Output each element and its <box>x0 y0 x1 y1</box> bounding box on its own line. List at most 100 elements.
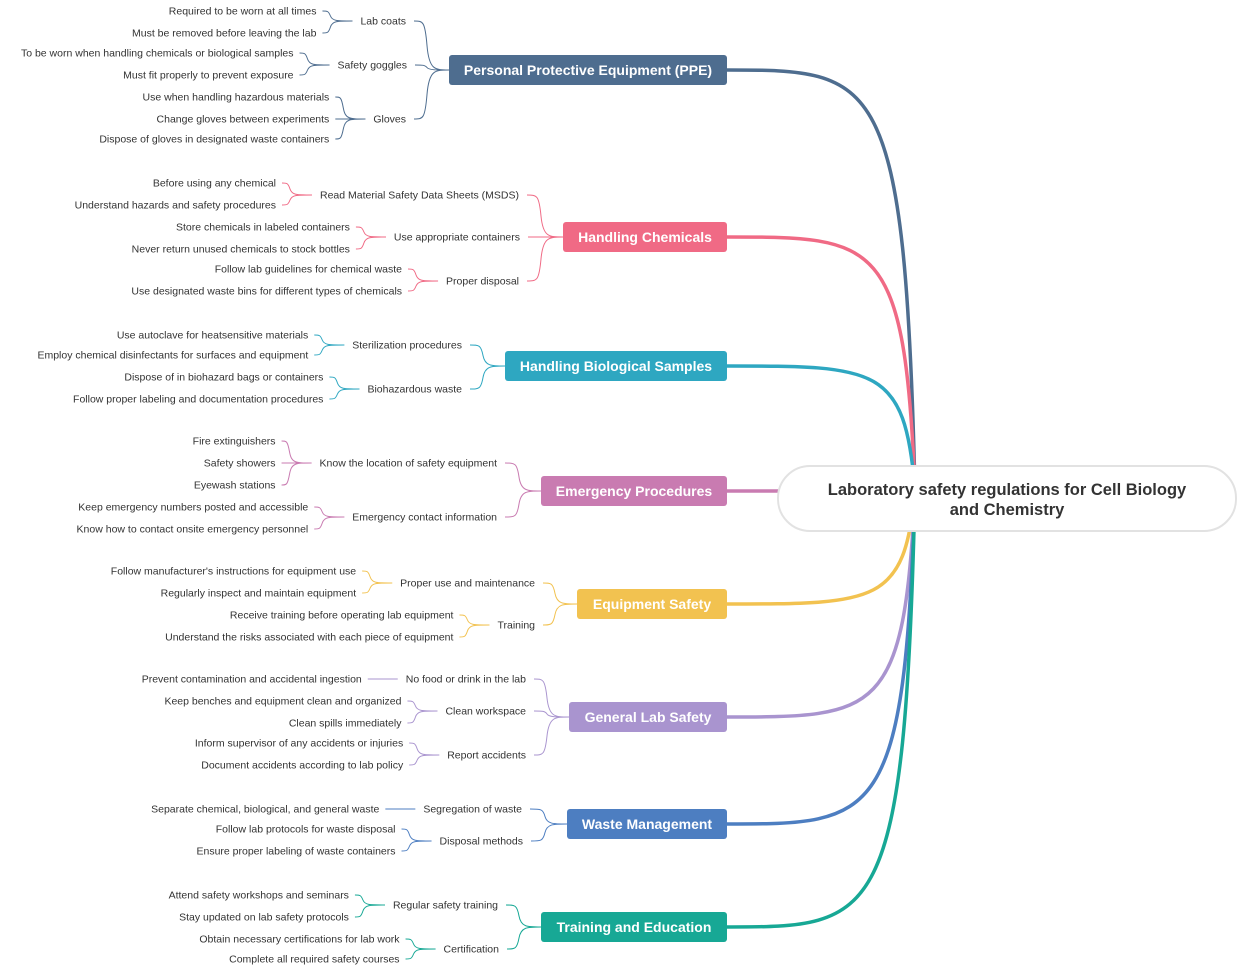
sub-node-certification[interactable]: Certification <box>444 944 500 956</box>
sub-node-emergency-contact-information[interactable]: Emergency contact information <box>352 512 497 524</box>
leaf-connector <box>409 754 440 766</box>
sub-node-know-the-location-of-safety-equipment[interactable]: Know the location of safety equipment <box>320 458 498 470</box>
sub-node-lab-coats[interactable]: Lab coats <box>360 16 406 28</box>
leaf-node[interactable]: Never return unused chemicals to stock b… <box>132 244 350 256</box>
sub-node-report-accidents[interactable]: Report accidents <box>447 750 526 762</box>
sub-connector <box>414 64 450 71</box>
leaf-connector <box>459 624 490 638</box>
sub-connector <box>413 69 450 120</box>
leaf-connector <box>405 938 436 950</box>
sub-node-gloves[interactable]: Gloves <box>373 114 406 126</box>
branch-node-waste-management[interactable]: Waste Management <box>567 809 727 839</box>
leaf-connector <box>314 506 345 518</box>
leaf-connector <box>408 268 439 282</box>
leaf-node[interactable]: Follow proper labeling and documentation… <box>73 394 323 406</box>
leaf-connector <box>314 516 345 530</box>
leaf-node[interactable]: Use when handling hazardous materials <box>143 92 330 104</box>
sub-node-disposal-methods[interactable]: Disposal methods <box>440 836 523 848</box>
leaf-node[interactable]: Stay updated on lab safety protocols <box>179 912 349 924</box>
leaf-connector <box>405 948 436 960</box>
leaf-node[interactable]: To be worn when handling chemicals or bi… <box>21 48 294 60</box>
sub-node-safety-goggles[interactable]: Safety goggles <box>338 60 407 72</box>
leaf-connector <box>401 828 432 842</box>
leaf-node[interactable]: Follow lab protocols for waste disposal <box>216 824 396 836</box>
leaf-node[interactable]: Change gloves between experiments <box>157 114 330 126</box>
sub-node-no-food-or-drink-in-the-lab[interactable]: No food or drink in the lab <box>406 674 526 686</box>
leaf-node[interactable]: Follow manufacturer's instructions for e… <box>111 566 357 578</box>
leaf-node[interactable]: Receive training before operating lab eq… <box>230 610 454 622</box>
sub-node-segregation-of-waste[interactable]: Segregation of waste <box>423 804 522 816</box>
leaf-node[interactable]: Dispose of in biohazard bags or containe… <box>124 372 323 384</box>
leaf-node[interactable]: Eyewash stations <box>194 480 276 492</box>
leaf-connector <box>335 118 366 140</box>
leaf-connector <box>335 96 366 120</box>
leaf-connector <box>362 582 393 594</box>
sub-node-proper-disposal[interactable]: Proper disposal <box>446 276 519 288</box>
branch-node-emergency-procedures[interactable]: Emergency Procedures <box>541 476 727 506</box>
leaf-node[interactable]: Use designated waste bins for different … <box>131 286 402 298</box>
leaf-connector <box>322 10 353 22</box>
leaf-node[interactable]: Dispose of gloves in designated waste co… <box>99 134 329 146</box>
leaf-node[interactable]: Clean spills immediately <box>289 718 402 730</box>
branch-node-handling-chemicals[interactable]: Handling Chemicals <box>563 222 727 252</box>
sub-node-use-appropriate-containers[interactable]: Use appropriate containers <box>394 232 520 244</box>
branch-node-handling-biological-samples[interactable]: Handling Biological Samples <box>505 351 727 381</box>
sub-node-proper-use-and-maintenance[interactable]: Proper use and maintenance <box>400 578 535 590</box>
leaf-connector <box>354 894 385 906</box>
branch-box <box>567 809 727 839</box>
branch-node-equipment-safety[interactable]: Equipment Safety <box>577 589 727 619</box>
sub-node-sterilization-procedures[interactable]: Sterilization procedures <box>352 340 462 352</box>
leaf-node[interactable]: Document accidents according to lab poli… <box>201 760 404 772</box>
leaf-node[interactable]: Store chemicals in labeled containers <box>176 222 350 234</box>
leaf-connector <box>299 64 330 76</box>
leaf-connector <box>281 194 313 206</box>
branch-box <box>563 222 727 252</box>
sub-connector <box>530 823 568 842</box>
leaf-node[interactable]: Before using any chemical <box>153 178 276 190</box>
leaf-node[interactable]: Separate chemical, biological, and gener… <box>151 804 379 816</box>
leaf-node[interactable]: Follow lab guidelines for chemical waste <box>215 264 402 276</box>
leaf-node[interactable]: Ensure proper labeling of waste containe… <box>196 846 395 858</box>
leaf-node[interactable]: Use autoclave for heatsensitive material… <box>117 330 308 342</box>
sub-connector <box>526 236 564 282</box>
leaf-connector <box>362 570 393 584</box>
leaf-connector <box>314 334 345 346</box>
leaf-node[interactable]: Understand hazards and safety procedures <box>75 200 276 212</box>
leaf-node[interactable]: Prevent contamination and accidental ing… <box>142 674 362 686</box>
sub-node-read-material-safety-data-sheets-msds[interactable]: Read Material Safety Data Sheets (MSDS) <box>320 190 519 202</box>
branch-label: Emergency Procedures <box>556 483 713 499</box>
sub-connector <box>413 20 450 71</box>
leaf-node[interactable]: Employ chemical disinfectants for surfac… <box>37 350 308 362</box>
leaf-node[interactable]: Safety showers <box>204 458 276 470</box>
branch-connector-training-and-education <box>725 488 917 929</box>
branch-node-personal-protective-equipment-ppe[interactable]: Personal Protective Equipment (PPE) <box>449 55 727 85</box>
root-node[interactable]: Laboratory safety regulations for Cell B… <box>777 465 1237 532</box>
leaf-connector <box>407 700 438 712</box>
leaf-connector <box>408 280 439 292</box>
sub-node-biohazardous-waste[interactable]: Biohazardous waste <box>367 384 462 396</box>
leaf-node[interactable]: Must fit properly to prevent exposure <box>123 70 294 82</box>
leaf-node[interactable]: Keep benches and equipment clean and org… <box>164 696 401 708</box>
sub-node-training[interactable]: Training <box>497 620 535 632</box>
leaf-connector <box>329 388 360 400</box>
branch-node-training-and-education[interactable]: Training and Education <box>541 912 727 942</box>
leaf-node[interactable]: Understand the risks associated with eac… <box>165 632 453 644</box>
leaf-node[interactable]: Know how to contact onsite emergency per… <box>77 524 309 536</box>
branch-node-general-lab-safety[interactable]: General Lab Safety <box>569 702 727 732</box>
leaf-node[interactable]: Keep emergency numbers posted and access… <box>78 502 308 514</box>
leaf-node[interactable]: Required to be worn at all times <box>169 6 317 18</box>
leaf-node[interactable]: Fire extinguishers <box>193 436 276 448</box>
leaf-node[interactable]: Must be removed before leaving the lab <box>132 28 317 40</box>
sub-node-clean-workspace[interactable]: Clean workspace <box>445 706 526 718</box>
leaf-node[interactable]: Inform supervisor of any accidents or in… <box>195 738 403 750</box>
sub-connector <box>505 904 542 928</box>
leaf-node[interactable]: Attend safety workshops and seminars <box>169 890 349 902</box>
leaf-node[interactable]: Complete all required safety courses <box>229 954 399 966</box>
mind-map-nodes: Laboratory safety regulations for Cell B… <box>21 6 1237 966</box>
leaf-node[interactable]: Regularly inspect and maintain equipment <box>161 588 357 600</box>
sub-node-regular-safety-training[interactable]: Regular safety training <box>393 900 498 912</box>
branch-label: Personal Protective Equipment (PPE) <box>464 62 712 78</box>
branch-connector-handling-chemicals <box>725 235 917 492</box>
leaf-node[interactable]: Obtain necessary certifications for lab … <box>199 934 400 946</box>
